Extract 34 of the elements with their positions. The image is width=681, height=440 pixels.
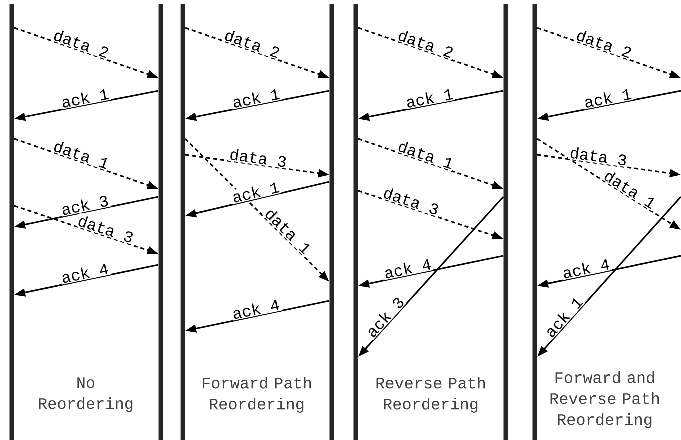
lifeline-bar [10, 4, 14, 440]
panel-caption: Reverse Path Reordering [376, 377, 486, 413]
edge-label: ack 3 [363, 294, 408, 340]
edge-label: ack 4 [382, 256, 434, 280]
panel-caption: Forward and Reverse Path Reordering [550, 372, 660, 428]
edge-label: data 3 [76, 213, 136, 245]
edge-label: ack 4 [230, 297, 282, 321]
edge-label: ack 1 [542, 294, 586, 340]
edge-label: data 1 [601, 168, 660, 212]
lifeline-bar [354, 4, 358, 440]
edge-label: data 2 [396, 28, 456, 60]
edge-label: ack 4 [560, 256, 612, 280]
edge-label: ack 1 [582, 86, 634, 110]
edge-label: data 3 [568, 145, 630, 168]
edge-label: ack 1 [59, 86, 111, 110]
edge-label: ack 3 [59, 193, 111, 217]
edge-label: ack 1 [230, 180, 282, 205]
edge-label: ack 1 [230, 86, 282, 110]
panel-caption: No Reordering [39, 378, 133, 412]
edge-label: data 2 [222, 28, 284, 60]
edge-label: ack 1 [404, 86, 456, 110]
edge-label: ack 4 [59, 261, 111, 285]
panel-caption: Forward Path Reordering [203, 377, 312, 413]
edge-label: data 3 [228, 147, 289, 169]
lifeline-bar [158, 4, 164, 440]
lifeline-bar [330, 4, 334, 440]
lifeline-bar [180, 4, 186, 440]
edge-label: data 2 [574, 27, 635, 60]
lifeline-bar [532, 4, 538, 440]
edge-label: data 2 [51, 28, 112, 60]
lifeline-bar [504, 4, 508, 440]
edge-label: data 1 [396, 138, 456, 172]
edge-label: data 1 [51, 138, 112, 172]
edge-label: data 3 [381, 185, 442, 217]
